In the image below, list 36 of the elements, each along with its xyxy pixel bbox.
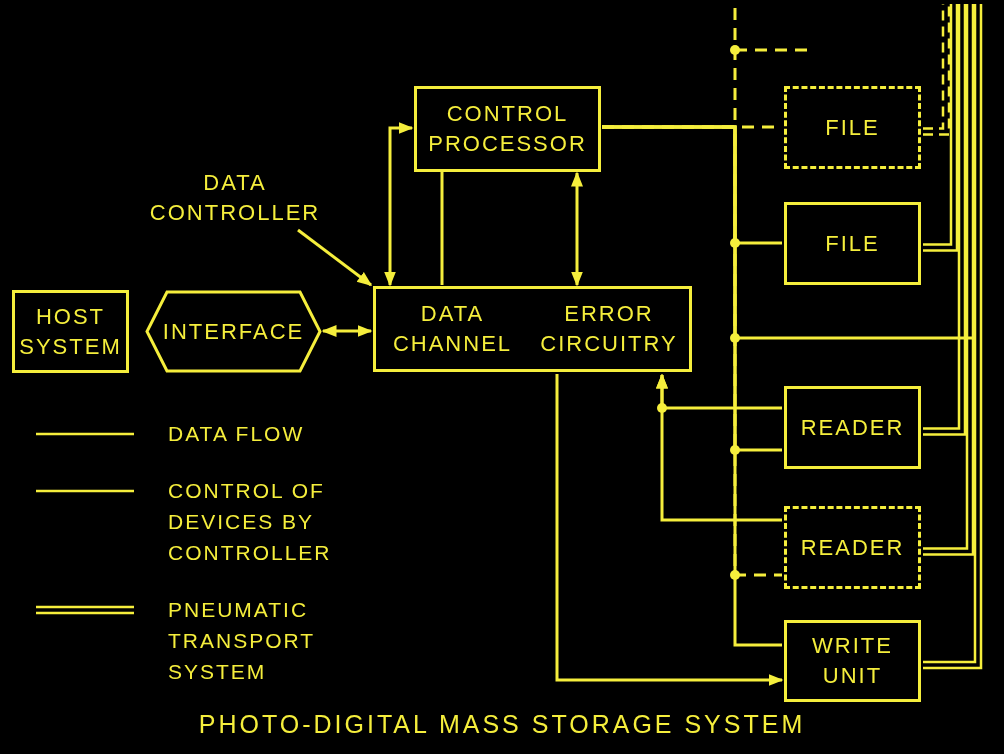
arrow bbox=[571, 171, 583, 287]
transport-line bbox=[921, 2, 983, 670]
node-label: ERROR CIRCUITRY bbox=[539, 300, 679, 358]
write-unit-box bbox=[784, 620, 921, 702]
node-label: DATA CONTROLLER bbox=[149, 169, 321, 227]
file-box bbox=[784, 202, 921, 285]
transport-line bbox=[921, 2, 951, 136]
node-label: READER bbox=[800, 533, 905, 562]
diagram-caption: PHOTO-DIGITAL MASS STORAGE SYSTEM bbox=[197, 710, 807, 739]
node-label: FILE bbox=[825, 113, 880, 142]
reader-box bbox=[784, 506, 921, 589]
system-box bbox=[12, 290, 129, 373]
reader-box bbox=[784, 386, 921, 469]
node-label: READER bbox=[800, 413, 905, 442]
legend-label: DATA FLOW bbox=[168, 421, 306, 447]
transport-line bbox=[921, 2, 975, 556]
arrow bbox=[656, 373, 782, 522]
legend-label: CONTROL OF DEVICES BY CONTROLLER bbox=[168, 478, 333, 566]
arrow bbox=[555, 374, 784, 686]
file-box bbox=[784, 86, 921, 169]
node-label: WRITE UNIT bbox=[811, 632, 894, 690]
arrow bbox=[321, 325, 373, 337]
transport-line bbox=[921, 2, 967, 436]
node-label: FILE bbox=[825, 229, 880, 258]
node-label: HOST SYSTEM bbox=[18, 302, 123, 361]
controller-box bbox=[373, 286, 692, 372]
arrow bbox=[384, 122, 414, 287]
transport-line bbox=[921, 2, 959, 252]
node-label: CONTROL PROCESSOR bbox=[427, 100, 588, 158]
processor-box bbox=[414, 86, 601, 172]
legend-label: PNEUMATIC TRANSPORT SYSTEM bbox=[168, 597, 316, 685]
node-label: DATA CHANNEL bbox=[391, 300, 514, 358]
leader-line bbox=[297, 228, 373, 287]
connector-line bbox=[440, 172, 444, 285]
node-label: INTERFACE bbox=[162, 317, 305, 346]
interface-hexagon bbox=[145, 290, 322, 373]
